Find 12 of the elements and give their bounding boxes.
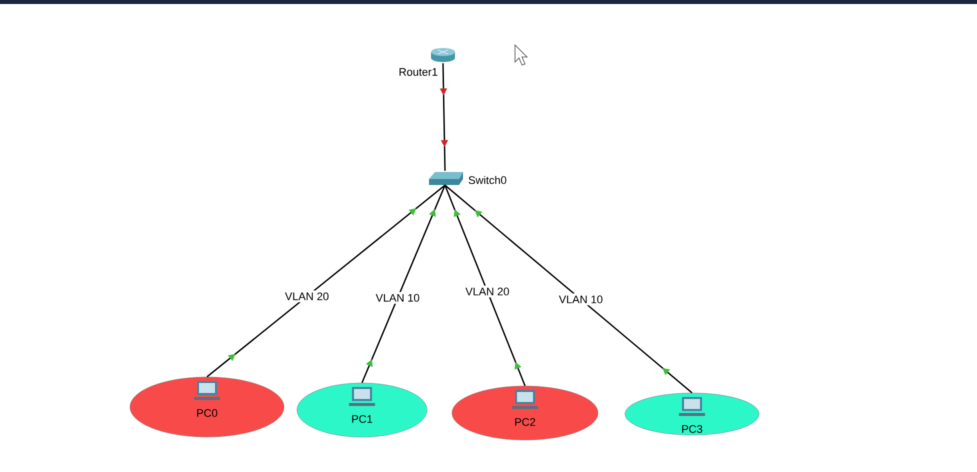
link-line <box>361 184 446 384</box>
router-label: Router1 <box>400 68 438 76</box>
router-icon <box>431 48 455 62</box>
link-line <box>206 184 446 378</box>
link-line <box>444 184 526 386</box>
edge-label: VLAN 20 <box>282 290 331 302</box>
edge-label: VLAN 10 <box>556 294 605 306</box>
edge-label: VLAN 10 <box>374 292 422 304</box>
link-line <box>444 184 692 394</box>
switch-icon <box>429 172 463 185</box>
edge-label: VLAN 20 <box>463 286 512 298</box>
switch-label: Switch0 <box>468 176 506 184</box>
